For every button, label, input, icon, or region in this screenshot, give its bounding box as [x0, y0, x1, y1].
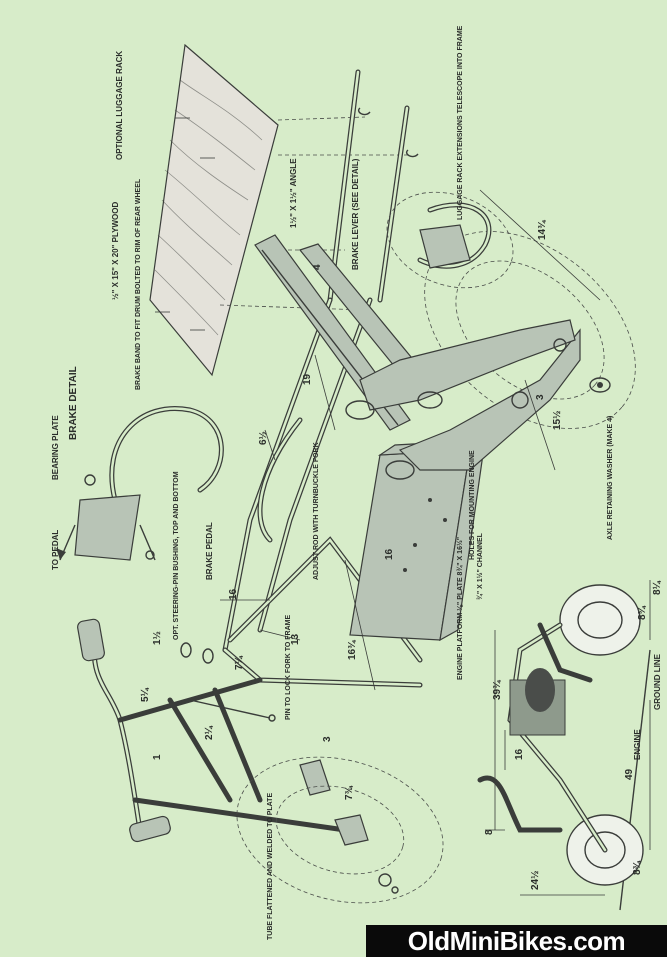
dim-4: 4	[312, 264, 323, 270]
label-engine-platform: ENGINE PLATFORM ⅛" PLATE 8¾" x 16½"	[456, 537, 464, 680]
label-angle: 1½" x 1½" ANGLE	[289, 158, 298, 228]
dim-16-3-4: 16¾	[347, 640, 358, 660]
label-plywood: ½" x 15" x 20" PLYWOOD	[111, 202, 120, 300]
dim-15-1-2: 15½	[552, 411, 563, 430]
dim-16b: 16	[384, 548, 395, 560]
labels: TO PEDAL BEARING PLATE BRAKE DETAIL BRAK…	[51, 25, 662, 940]
dim-14-3-4: 14¾	[537, 220, 548, 240]
label-adjust-rod: ADJUST ROD WITH TURNBUCKLE FORK	[313, 442, 320, 580]
label-brake-detail: BRAKE DETAIL	[68, 366, 79, 440]
label-engine: ENGINE	[633, 729, 642, 760]
axle-washer-part	[589, 377, 611, 393]
rear-fork-plates	[345, 319, 581, 480]
brake-lever-hoop	[417, 202, 492, 269]
label-to-pedal: TO PEDAL	[51, 530, 60, 570]
front-fork-assembly	[77, 618, 369, 846]
rack-extension-tubes	[327, 69, 419, 303]
label-brake-pedal: BRAKE PEDAL	[205, 522, 214, 580]
dimension-lines	[220, 189, 651, 896]
label-axle-washer: AXLE RETAINING WASHER (MAKE 4)	[607, 416, 614, 540]
side-view-inset	[477, 584, 651, 911]
label-pin-lock: PIN TO LOCK FORK TO FRAME	[285, 615, 292, 720]
dim-7-1-4: 7¼	[234, 655, 245, 670]
pin-lock-part	[180, 642, 276, 722]
dim-2-1-4: 2¼	[204, 725, 215, 740]
main-frame	[222, 297, 423, 688]
dim-24-1-2: 24½	[530, 871, 541, 890]
dim-8-3-4b: 8¾	[637, 605, 648, 620]
front-wheel-outline	[236, 756, 444, 904]
label-brake-band: BRAKE BAND TO FIT DRUM BOLTED TO RIM OF …	[135, 178, 142, 390]
label-ground-line: GROUND LINE	[653, 653, 662, 710]
dimension-values: 14¾ 15½ 3 19 6½ 4 16 13 16 16¾ 7¼ 1½ 5¼ …	[140, 220, 663, 890]
dim-7-3-4: 7¾	[344, 785, 355, 800]
dim-5-1-4: 5¼	[140, 687, 151, 702]
site-watermark: OldMiniBikes.com	[366, 925, 667, 957]
dim-13: 13	[290, 633, 301, 645]
dim-16a: 16	[228, 588, 239, 600]
dim-19: 19	[302, 373, 313, 385]
dim-39-3-4: 39¾	[492, 680, 503, 700]
dim-49: 49	[624, 768, 635, 780]
dim-3: 3	[535, 394, 546, 400]
dim-6-1-2: 6½	[258, 431, 269, 445]
label-holes: HOLES FOR MOUNTING ENGINE	[469, 450, 476, 560]
label-rack-extensions: LUGGAGE RACK EXTENSIONS TELESCOPE INTO F…	[457, 25, 464, 220]
label-bearing-plate: BEARING PLATE	[51, 415, 60, 480]
dim-8-3-4a: 8¾	[632, 860, 643, 875]
dim-1: 1	[152, 754, 163, 760]
dim-8-1-4: 8¼	[652, 580, 663, 595]
dim-3b: 3	[322, 736, 333, 742]
brake-detail-group	[56, 406, 224, 561]
label-brake-lever: BRAKE LEVER (SEE DETAIL)	[351, 158, 360, 270]
dim-8: 8	[484, 829, 495, 835]
label-channel: ¾" x 1½" CHANNEL	[476, 532, 484, 600]
label-steering-pin: OPT. STEERING-PIN BUSHING, TOP AND BOTTO…	[173, 471, 180, 640]
plywood-board	[149, 43, 279, 377]
label-tube-flattened: TUBE FLATTENED AND WELDED TO PLATE	[267, 793, 274, 940]
dim-16c: 16	[514, 748, 525, 760]
dim-1-1-2: 1½	[152, 631, 163, 645]
label-luggage-rack: OPTIONAL LUGGAGE RACK	[115, 51, 124, 160]
